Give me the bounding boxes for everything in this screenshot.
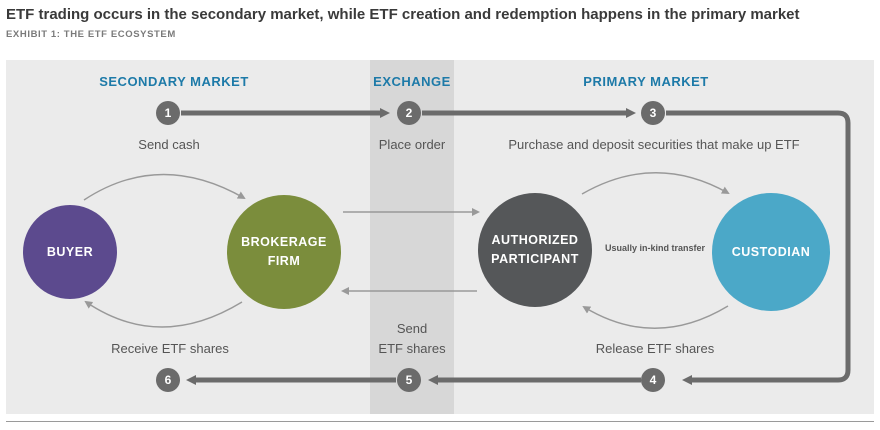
step-1-badge: 1 <box>156 101 180 125</box>
label-in-kind-transfer: Usually in-kind transfer <box>604 243 706 253</box>
label-place-order: Place order <box>378 137 446 152</box>
brokerage-firm-node: BROKERAGE FIRM <box>227 195 341 309</box>
buyer-node: BUYER <box>23 205 117 299</box>
arc-buyer-to-brokerage <box>83 173 246 201</box>
chart-title: ETF trading occurs in the secondary mark… <box>6 6 800 23</box>
arc-custodian-to-ap <box>582 305 729 329</box>
heading-exchange: EXCHANGE <box>373 74 451 89</box>
arc-brokerage-to-buyer <box>84 300 243 328</box>
heading-primary-market: PRIMARY MARKET <box>583 74 709 89</box>
label-send-line1: Send <box>396 321 428 336</box>
brokerage-firm-label: BROKERAGE FIRM <box>241 235 327 268</box>
step-5-badge: 5 <box>397 368 421 392</box>
arrow-step3-to-step4 <box>666 110 851 385</box>
step-2-badge: 2 <box>397 101 421 125</box>
step-3-badge: 3 <box>641 101 665 125</box>
buyer-label: BUYER <box>46 244 94 259</box>
label-send-line2: ETF shares <box>378 341 446 356</box>
label-purchase-deposit: Purchase and deposit securities that mak… <box>508 137 800 152</box>
bottom-divider <box>6 421 874 422</box>
label-receive-etf-shares: Receive ETF shares <box>111 341 229 356</box>
exhibit-subtitle: EXHIBIT 1: THE ETF ECOSYSTEM <box>6 29 176 40</box>
custodian-label: CUSTODIAN <box>731 244 811 259</box>
label-release-etf-shares: Release ETF shares <box>595 341 715 356</box>
heading-secondary-market: SECONDARY MARKET <box>99 74 249 89</box>
authorized-participant-label: AUTHORIZED PARTICIPANT <box>491 233 579 266</box>
authorized-participant-node: AUTHORIZED PARTICIPANT <box>478 193 592 307</box>
step-4-badge: 4 <box>641 368 665 392</box>
label-send-cash: Send cash <box>138 137 200 152</box>
arc-ap-to-custodian <box>581 172 730 195</box>
step-6-badge: 6 <box>156 368 180 392</box>
custodian-node: CUSTODIAN <box>712 193 830 311</box>
